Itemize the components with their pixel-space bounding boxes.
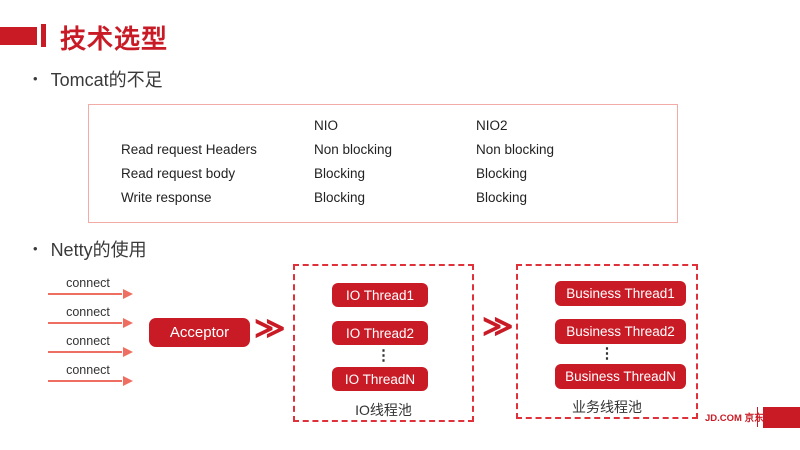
connect-arrow: connect [48,334,133,357]
arrow-right-icon [48,376,133,386]
logo-red-block [763,407,800,428]
row-label: Read request body [121,165,236,181]
col-header-nio: NIO [314,118,339,133]
cell-nio: Blocking [314,189,366,205]
connect-arrow: connect [48,363,133,386]
io-thread-node: IO Thread1 [332,283,428,307]
cell-nio2: Blocking [476,165,528,181]
io-pool-label: IO线程池 [355,402,412,418]
chevron-right-icon: ≫ [482,310,513,343]
bullet-tomcat: • Tomcat的不足 [33,66,163,92]
bullet-icon: • [33,241,38,256]
business-thread-node: Business Thread1 [555,281,686,306]
connect-label: connect [66,334,110,348]
bullet-netty: • Netty的使用 [33,236,147,262]
connect-arrow: connect [48,276,133,299]
cell-nio: Non blocking [314,141,393,157]
nio-comparison-table: NIO NIO2 Read request Headers Non blocki… [88,104,678,223]
page-title: 技术选型 [60,24,169,54]
arrow-right-icon [48,289,133,299]
business-thread-node: Business Thread2 [555,319,686,344]
business-pool-label: 业务线程池 [572,399,642,415]
title-accent-bar [41,24,46,47]
io-thread-node: IO ThreadN [332,367,428,391]
cell-nio2: Non blocking [476,141,555,157]
connect-arrow: connect [48,305,133,328]
row-label: Write response [121,189,212,205]
col-header-nio2: NIO2 [476,118,508,133]
logo-divider [757,407,758,427]
title-bar-decoration [0,27,37,45]
arrow-right-icon [48,347,133,357]
vertical-ellipsis-icon: ⋮ [376,347,391,364]
bullet-icon: • [33,71,38,86]
table-row: Read request Headers Non blocking Non bl… [121,137,669,161]
table-row: Write response Blocking Blocking [121,185,669,209]
table-row: Read request body Blocking Blocking [121,161,669,185]
jd-logo-text: JD.COM 京东 [705,413,764,424]
connect-label: connect [66,363,110,377]
nio-comparison-table-body: NIO NIO2 Read request Headers Non blocki… [121,114,669,209]
vertical-ellipsis-icon: ⋮ [599,345,615,362]
bullet-netty-label: Netty的使用 [50,240,147,260]
arrow-right-icon [48,318,133,328]
connect-label: connect [66,276,110,290]
cell-nio: Blocking [314,165,366,181]
row-label: Read request Headers [121,141,257,157]
io-thread-node: IO Thread2 [332,321,428,345]
business-thread-node: Business ThreadN [555,364,686,389]
connect-label: connect [66,305,110,319]
cell-nio2: Blocking [476,189,528,205]
business-thread-pool: Business Thread1 Business Thread2 ⋮ Busi… [516,264,698,419]
table-header-row: NIO NIO2 [121,114,669,137]
acceptor-node: Acceptor [149,318,250,347]
bullet-tomcat-label: Tomcat的不足 [50,70,163,90]
io-thread-pool: IO Thread1 IO Thread2 ⋮ IO ThreadN IO线程池 [293,264,474,422]
chevron-right-icon: ≫ [254,312,285,345]
